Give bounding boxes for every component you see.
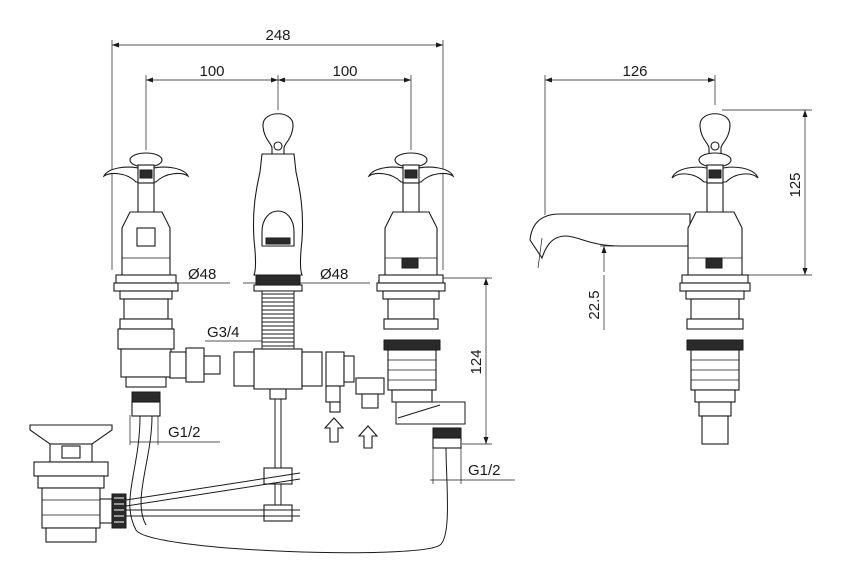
dim-left-spacing: 100 [199,63,224,80]
dim-body-height: 124 [468,349,485,374]
supply-hoses [129,415,448,554]
dim-spout-height: 22.5 [586,290,603,319]
left-valve [102,152,221,417]
popup-waste [29,424,301,543]
center-spout [233,113,323,522]
right-valve [325,152,466,449]
side-view [529,113,759,445]
dim-side-height: 125 [787,172,804,197]
dim-center-diameter: Ø48 [320,266,348,283]
dim-right-spacing: 100 [332,63,357,80]
inlet-arrows [323,417,379,449]
dim-right-inlet-thread: G1/2 [468,462,501,479]
dim-center-thread: G3/4 [207,324,240,341]
dim-overall-width: 248 [265,27,290,44]
dim-left-inlet-thread: G1/2 [168,424,201,441]
dim-side-depth: 126 [622,63,647,80]
dim-left-diameter: Ø48 [188,266,216,283]
